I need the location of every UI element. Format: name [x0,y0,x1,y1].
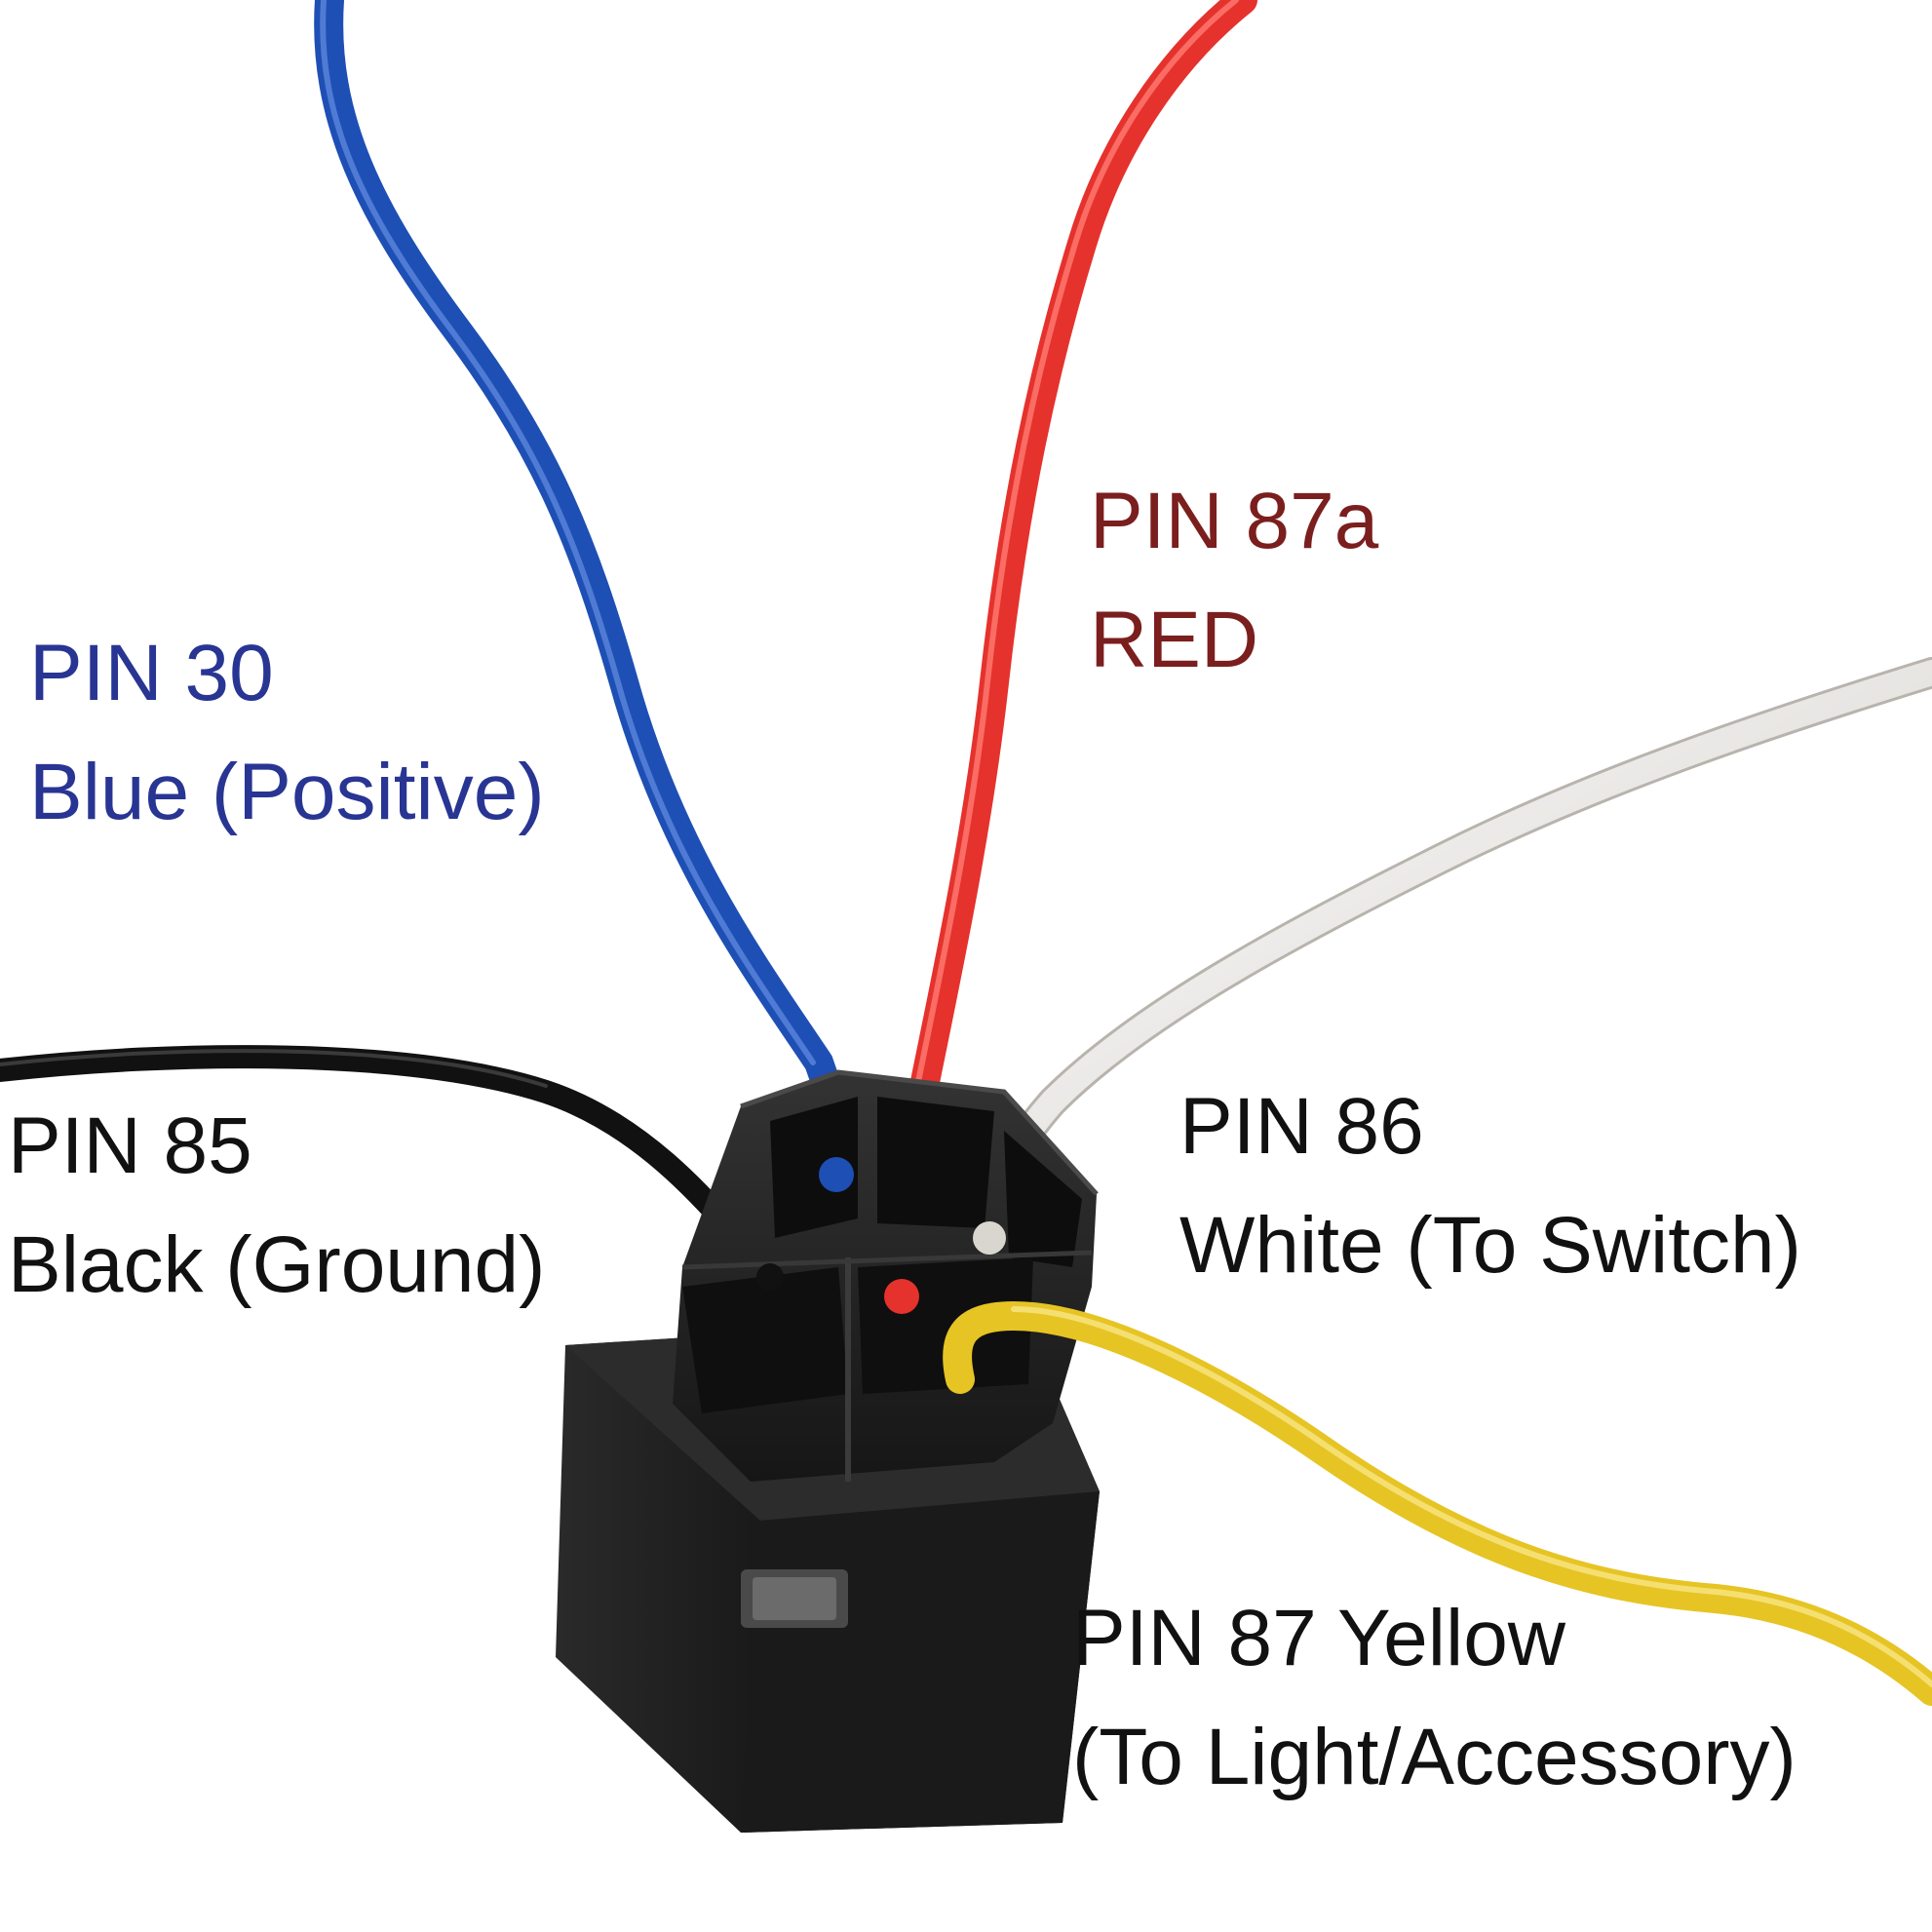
pin-87-description: (To Light/Accessory) [1072,1713,1797,1801]
yellow-wire [943,1300,1932,1706]
pin-87-title: PIN 87 Yellow [1072,1594,1566,1682]
pin-85-title: PIN 85 [8,1101,252,1190]
pin-87a-description: RED [1090,596,1259,684]
pin-87a-label: PIN 87a RED [1090,462,1378,700]
blue-wire [314,0,851,1184]
pin-30-description: Blue (Positive) [29,748,545,836]
pin-87-label: PIN 87 Yellow (To Light/Accessory) [1072,1579,1797,1817]
pin-87a-title: PIN 87a [1090,477,1379,565]
pin-86-description: White (To Switch) [1179,1201,1801,1290]
black-wire [0,1045,782,1289]
pin-30-label: PIN 30 Blue (Positive) [29,614,545,852]
pin-85-label: PIN 85 Black (Ground) [8,1087,545,1325]
pin-86-label: PIN 86 White (To Switch) [1179,1067,1801,1305]
pin-86-title: PIN 86 [1179,1082,1424,1171]
pin-85-description: Black (Ground) [8,1220,546,1309]
pin-30-title: PIN 30 [29,629,274,717]
